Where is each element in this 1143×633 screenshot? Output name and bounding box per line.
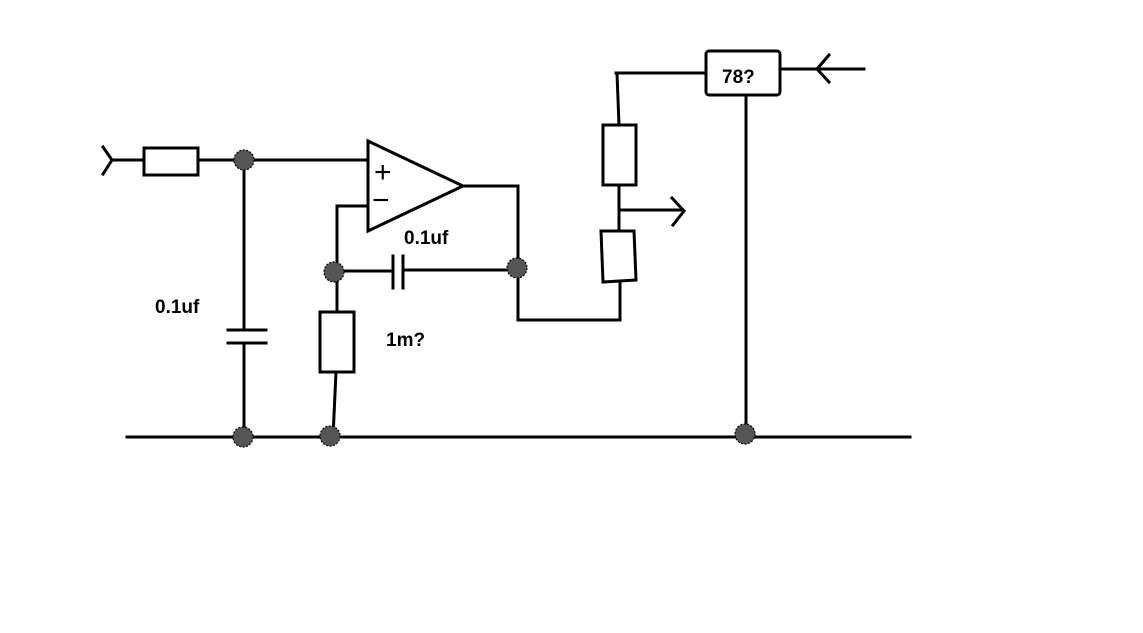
voltage-regulator <box>704 49 782 97</box>
junction-input-cap-ground <box>232 426 254 448</box>
input-terminal <box>100 144 146 177</box>
wire-opamp-output <box>461 184 622 322</box>
opamp-plus-sign: + <box>374 156 392 189</box>
feedback-capacitor-label: 0.1uf <box>404 228 449 249</box>
upper-resistor <box>601 123 638 187</box>
lower-resistor <box>599 229 638 284</box>
opamp: + − <box>366 138 467 234</box>
junction-feedback-ground <box>319 425 341 447</box>
junction-feedback-node <box>323 261 345 283</box>
junction-input-node <box>233 149 255 171</box>
voltage-regulator-label: 78? <box>722 67 755 88</box>
feedback-capacitor <box>391 254 405 290</box>
supply-input-terminal <box>778 52 866 85</box>
output-terminal <box>617 195 686 228</box>
opamp-minus-sign: − <box>372 184 390 217</box>
junction-regulator-ground <box>734 423 756 445</box>
feedback-resistor-label: 1m? <box>386 330 425 351</box>
input-capacitor-label: 0.1uf <box>155 297 200 318</box>
junction-opamp-output <box>506 257 528 279</box>
input-resistor <box>142 146 200 177</box>
feedback-resistor <box>318 310 356 374</box>
wire-upper-resistor-to-regulator <box>615 71 621 127</box>
input-capacitor <box>226 328 268 345</box>
